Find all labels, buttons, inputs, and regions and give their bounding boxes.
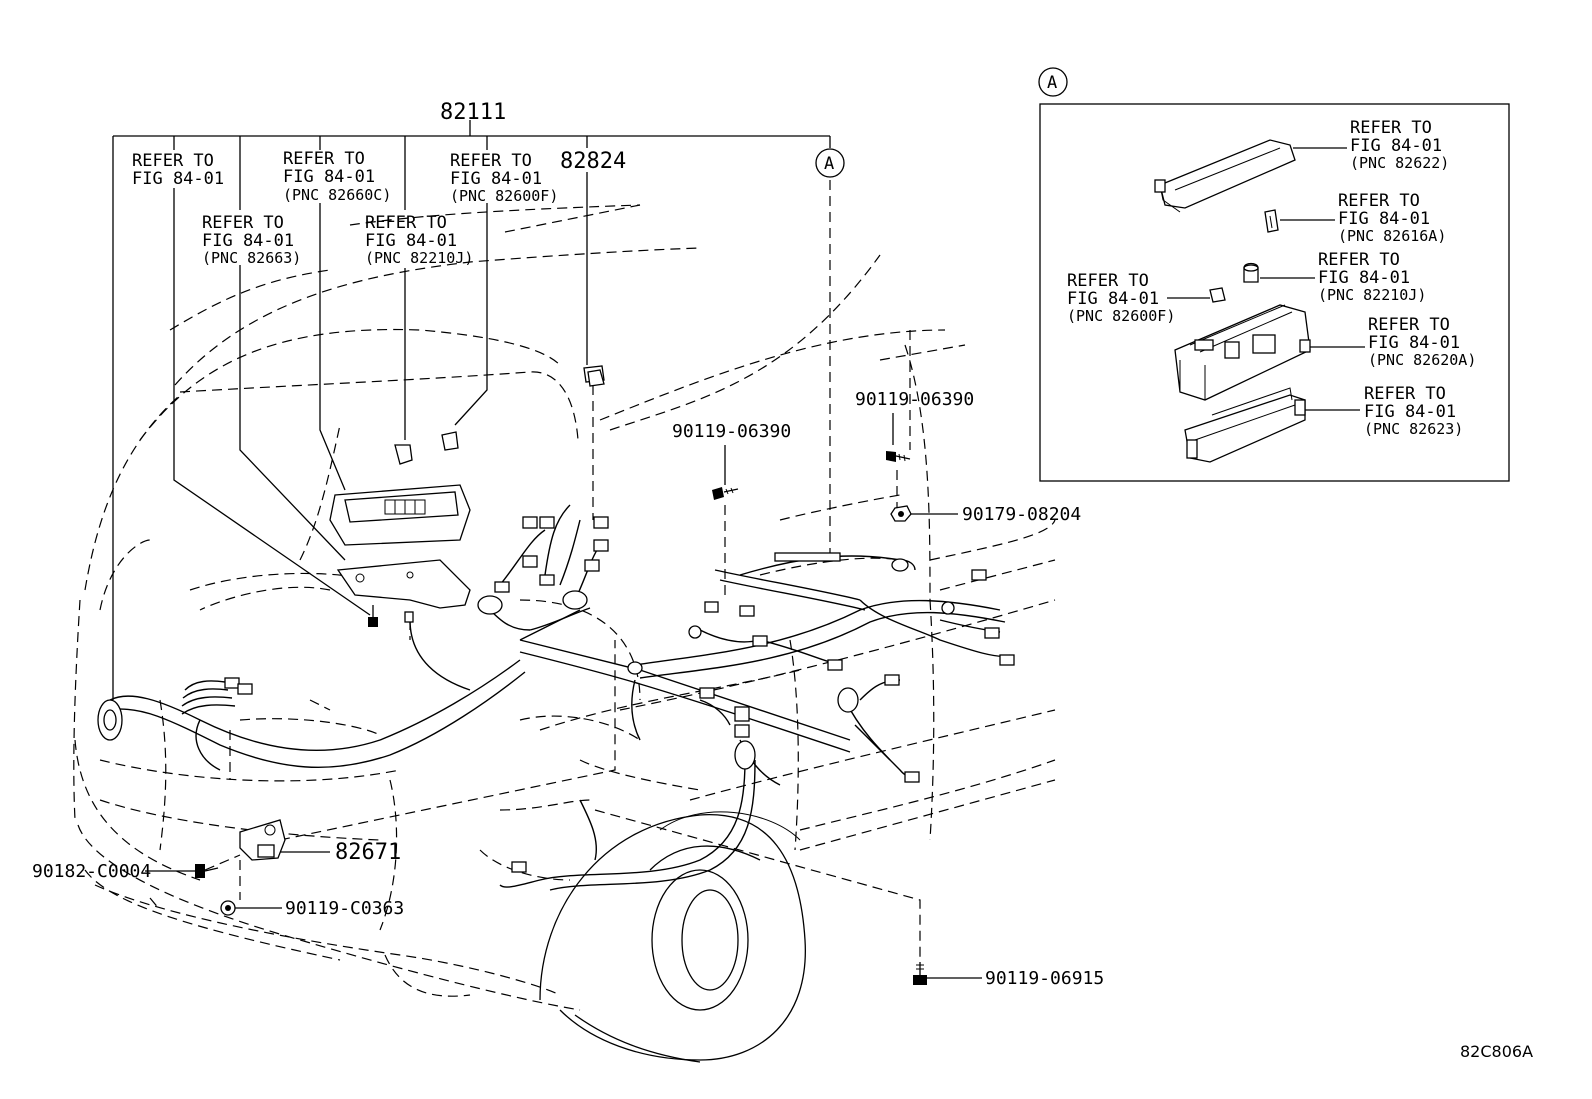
inset-ref-82210j-line1: REFER TO — [1318, 250, 1400, 270]
relay-82210j — [1243, 262, 1259, 283]
nut-90179-08204 — [890, 505, 912, 522]
label-90182-c0004: 90182-C0004 — [32, 861, 151, 882]
ref-82210j-line3: (PNC 82210J) — [365, 249, 473, 267]
fuse-box-lower-cover — [1184, 387, 1306, 463]
ref-82660c-line2: FIG 84-01 — [283, 167, 375, 187]
front-wheel — [539, 811, 806, 1063]
label-90119-06915: 90119-06915 — [985, 968, 1104, 989]
bolt-90119-c0363 — [220, 900, 236, 916]
inset-ref-82623-line1: REFER TO — [1364, 384, 1446, 404]
ref-left-line2: FIG 84-01 — [132, 169, 224, 189]
label-90119-c0363: 90119-C0363 — [285, 898, 404, 919]
fastener-callouts: 90119-06390 90119-06390 90179-08204 8267… — [32, 389, 1104, 989]
ref-82210j-line2: FIG 84-01 — [365, 231, 457, 251]
inset-ref-82623-line2: FIG 84-01 — [1364, 402, 1456, 422]
ref-82660c-line1: REFER TO — [283, 149, 365, 169]
view-a-marker: A — [815, 148, 845, 178]
inset-ref-82620a-line1: REFER TO — [1368, 315, 1450, 335]
fuse-82600f — [1209, 287, 1226, 303]
ref-82600f-line3: (PNC 82600F) — [450, 187, 558, 205]
view-a-marker-letter: A — [824, 154, 834, 174]
main-part-number: 82111 — [440, 100, 506, 125]
top-callouts: 82111 REFER TO FIG 84-01 REFER TO FIG 84… — [132, 100, 845, 267]
inset-ref-82623-line3: (PNC 82623) — [1364, 420, 1463, 438]
inset-ref-82600f-line3: (PNC 82600F) — [1067, 307, 1175, 325]
figure-code: 82C806A — [1460, 1042, 1533, 1061]
ref-82660c-line3: (PNC 82660C) — [283, 186, 391, 204]
label-90179-08204: 90179-08204 — [962, 504, 1081, 525]
inset-ref-82616a-line3: (PNC 82616A) — [1338, 227, 1446, 245]
leader-lines — [112, 120, 982, 979]
bolt-90119-06915 — [913, 962, 927, 985]
ref-left-line1: REFER TO — [132, 151, 214, 171]
inset-view-a: A — [1038, 67, 1510, 482]
inset-ref-82620a-line2: FIG 84-01 — [1368, 333, 1460, 353]
ref-82663-line1: REFER TO — [202, 213, 284, 233]
inset-ref-82622-line2: FIG 84-01 — [1350, 136, 1442, 156]
fuse-box-cover — [1154, 139, 1296, 213]
ref-82663-line3: (PNC 82663) — [202, 249, 301, 267]
ref-82600f-line1: REFER TO — [450, 151, 532, 171]
fuse-block-82620a — [1174, 304, 1311, 401]
ref-82210j-line1: REFER TO — [365, 213, 447, 233]
harness-parts — [97, 365, 1015, 873]
inset-ref-82622-line3: (PNC 82622) — [1350, 154, 1449, 172]
inset-ref-82622-line1: REFER TO — [1350, 118, 1432, 138]
label-90119-06390-b: 90119-06390 — [855, 389, 974, 410]
inset-ref-82620a-line3: (PNC 82620A) — [1368, 351, 1476, 369]
inset-ref-82210j-line2: FIG 84-01 — [1318, 268, 1410, 288]
inset-ref-82616a-line1: REFER TO — [1338, 191, 1420, 211]
inset-frame — [1039, 103, 1510, 482]
inset-ref-82616a-line2: FIG 84-01 — [1338, 209, 1430, 229]
ref-82600f-line2: FIG 84-01 — [450, 169, 542, 189]
label-82671: 82671 — [335, 840, 401, 865]
fasteners — [195, 451, 927, 985]
ref-82663-line2: FIG 84-01 — [202, 231, 294, 251]
inset-marker-letter: A — [1047, 73, 1057, 93]
bolt-90182-c0004 — [195, 864, 219, 878]
part-82824: 82824 — [560, 149, 626, 174]
inset-ref-82600f-line2: FIG 84-01 — [1067, 289, 1159, 309]
bolt-90119-06390-a — [712, 487, 739, 500]
vehicle-outline — [73, 204, 1056, 1011]
bolt-bracket — [368, 605, 378, 627]
bolt-90119-06390-b — [886, 451, 911, 462]
inset-ref-82210j-line3: (PNC 82210J) — [1318, 286, 1426, 304]
inset-ref-82600f-line1: REFER TO — [1067, 271, 1149, 291]
label-90119-06390-a: 90119-06390 — [672, 421, 791, 442]
fuse-82616a — [1264, 209, 1279, 233]
